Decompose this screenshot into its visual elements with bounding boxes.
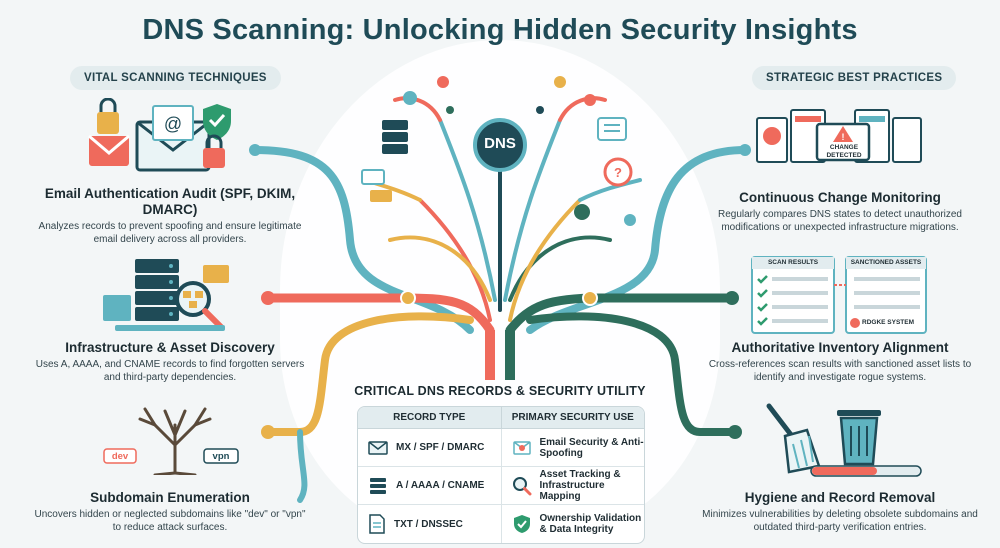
document-icon bbox=[369, 514, 385, 534]
section-title: Hygiene and Record Removal bbox=[744, 490, 936, 505]
hygiene-progress-fill bbox=[812, 467, 877, 475]
header-primary-use: PRIMARY SECURITY USE bbox=[511, 412, 634, 423]
branch-green-right-low bbox=[526, 312, 739, 436]
records-table: RECORD TYPE PRIMARY SECURITY USE MX / SP… bbox=[357, 406, 645, 544]
node-right-top bbox=[739, 144, 751, 156]
envelope-icon bbox=[368, 440, 388, 455]
subdomain-tag-vpn: vpn bbox=[212, 451, 230, 462]
table-header: RECORD TYPE PRIMARY SECURITY USE bbox=[358, 407, 644, 429]
change-detected-icon: ! bbox=[756, 109, 922, 163]
record-type-cell: TXT / DNSSEC bbox=[394, 518, 463, 530]
right-section-hygiene: Hygiene and Record Removal Minimizes vul… bbox=[700, 490, 980, 534]
node-left-top bbox=[261, 291, 275, 305]
broom-trash-icon bbox=[766, 403, 922, 477]
node-center-left bbox=[400, 290, 416, 306]
email-lock-icon: @ bbox=[88, 98, 231, 172]
magnifier-icon bbox=[512, 476, 531, 495]
branch-teal-right bbox=[526, 146, 749, 334]
security-use-cell: Email Security & Anti-Spoofing bbox=[539, 436, 644, 459]
record-type-cell: MX / SPF / DMARC bbox=[396, 442, 485, 453]
section-desc: Regularly compares DNS states to detect … bbox=[717, 209, 962, 233]
inventory-checklist-icon bbox=[751, 256, 927, 334]
node-right-bottom bbox=[728, 425, 742, 439]
section-desc: Minimizes vulnerabilities by deleting ob… bbox=[702, 509, 978, 533]
branch-teal-left-low bbox=[297, 429, 308, 503]
section-title: Authoritative Inventory Alignment bbox=[731, 340, 949, 355]
table-row: MX / SPF / DMARC Email Security & Anti-S… bbox=[358, 429, 644, 467]
section-desc: Cross-references scan results with sanct… bbox=[708, 359, 972, 383]
svg-text:@: @ bbox=[164, 114, 182, 134]
branch-teal-left bbox=[251, 146, 474, 334]
right-section-inventory: Authoritative Inventory Alignment Cross-… bbox=[700, 340, 980, 384]
email-shield-icon bbox=[512, 440, 531, 455]
table-row: TXT / DNSSEC Ownership Validation & Data… bbox=[358, 505, 644, 543]
dns-hub-label: DNS bbox=[484, 135, 516, 152]
node-right-mid bbox=[725, 291, 739, 305]
left-heading-pill: VITAL SCANNING TECHNIQUES bbox=[70, 66, 281, 90]
right-section-change: Continuous Change Monitoring Regularly c… bbox=[700, 190, 980, 234]
section-desc: Uncovers hidden or neglected subdomains … bbox=[34, 509, 306, 533]
svg-text:!: ! bbox=[842, 132, 845, 142]
crown-icons: ? bbox=[361, 76, 636, 226]
sanctioned-assets-label: SANCTIONED ASSETS bbox=[850, 259, 922, 266]
server-discovery-icon bbox=[103, 259, 229, 331]
left-section-subdomain: Subdomain Enumeration Uncovers hidden or… bbox=[30, 490, 310, 534]
left-section-email: Email Authentication Audit (SPF, DKIM, D… bbox=[30, 186, 310, 246]
section-title: Email Authentication Audit (SPF, DKIM, D… bbox=[44, 186, 296, 217]
change-detected-badge: CHANGE DETECTED bbox=[826, 144, 862, 159]
server-icon bbox=[370, 477, 386, 494]
section-desc: Analyzes records to prevent spoofing and… bbox=[38, 221, 302, 245]
rogue-system-label: RDGKE SYSTEM bbox=[862, 319, 915, 326]
security-use-cell: Asset Tracking & Infrastructure Mapping bbox=[539, 469, 621, 502]
table-row: A / AAAA / CNAME Asset Tracking & Infras… bbox=[358, 467, 644, 505]
section-title: Subdomain Enumeration bbox=[90, 490, 250, 505]
scan-results-label: SCAN RESULTS bbox=[767, 259, 819, 266]
page-title: DNS Scanning: Unlocking Hidden Security … bbox=[142, 14, 858, 46]
branch-mustard-left bbox=[266, 312, 474, 436]
shield-check-icon bbox=[513, 515, 530, 533]
security-use-cell: Ownership Validation & Data Integrity bbox=[539, 513, 642, 535]
node-left-bottom bbox=[261, 425, 275, 439]
svg-text:?: ? bbox=[614, 165, 622, 180]
left-section-infra: Infrastructure & Asset Discovery Uses A,… bbox=[30, 340, 310, 384]
section-title: Continuous Change Monitoring bbox=[739, 190, 941, 205]
header-record-type: RECORD TYPE bbox=[358, 407, 502, 428]
branch-coral-left bbox=[263, 293, 495, 335]
node-center-right bbox=[582, 290, 598, 306]
section-desc: Uses A, AAAA, and CNAME records to find … bbox=[35, 359, 305, 383]
subdomain-tree-icon bbox=[103, 407, 239, 475]
record-type-cell: A / AAAA / CNAME bbox=[396, 480, 485, 491]
node-left-teal bbox=[249, 144, 261, 156]
section-title: Infrastructure & Asset Discovery bbox=[65, 340, 275, 355]
table-title: CRITICAL DNS RECORDS & SECURITY UTILITY bbox=[354, 384, 646, 398]
subdomain-tag-dev: dev bbox=[111, 451, 129, 462]
right-heading-pill: STRATEGIC BEST PRACTICES bbox=[752, 66, 957, 90]
dns-hub bbox=[473, 118, 527, 172]
